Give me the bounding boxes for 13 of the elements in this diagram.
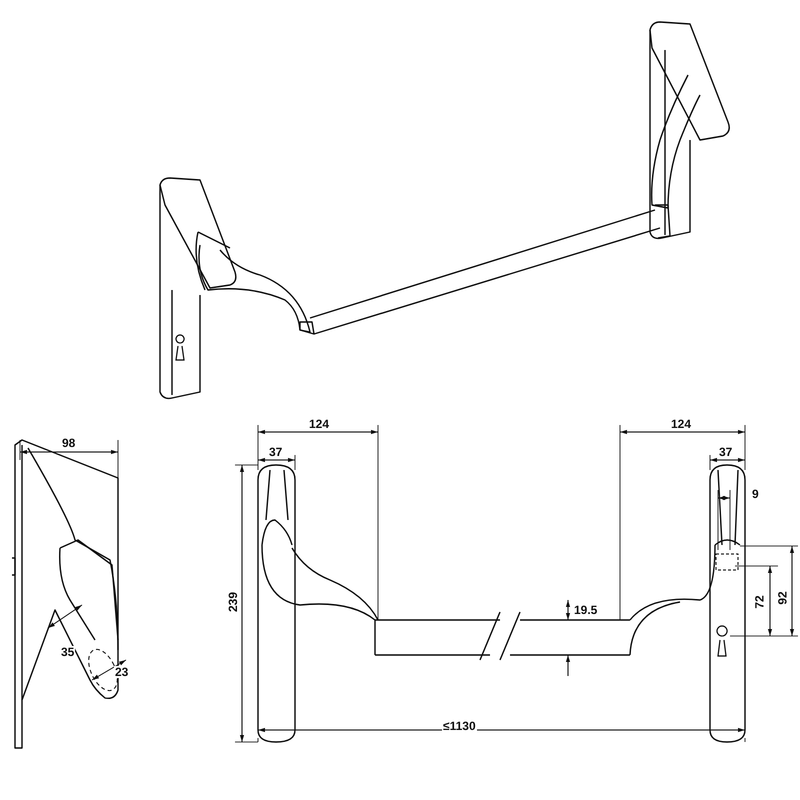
dimension-label: 124 (308, 418, 330, 430)
dimension-label: 98 (61, 437, 76, 449)
dimension-label: 23 (114, 666, 130, 678)
dimension-label: 35 (60, 646, 76, 658)
dimension-label: 37 (268, 446, 284, 458)
dimension-label: 92 (776, 590, 789, 606)
dimension-label: 19.5 (573, 604, 598, 616)
dimension-label: ≤1130 (442, 720, 477, 732)
dimension-label: 72 (754, 594, 766, 610)
dimension-label: 37 (718, 446, 734, 458)
dimension-label: 9 (751, 488, 760, 500)
dimension-label: 239 (227, 590, 240, 614)
dimension-label: 124 (670, 418, 692, 430)
